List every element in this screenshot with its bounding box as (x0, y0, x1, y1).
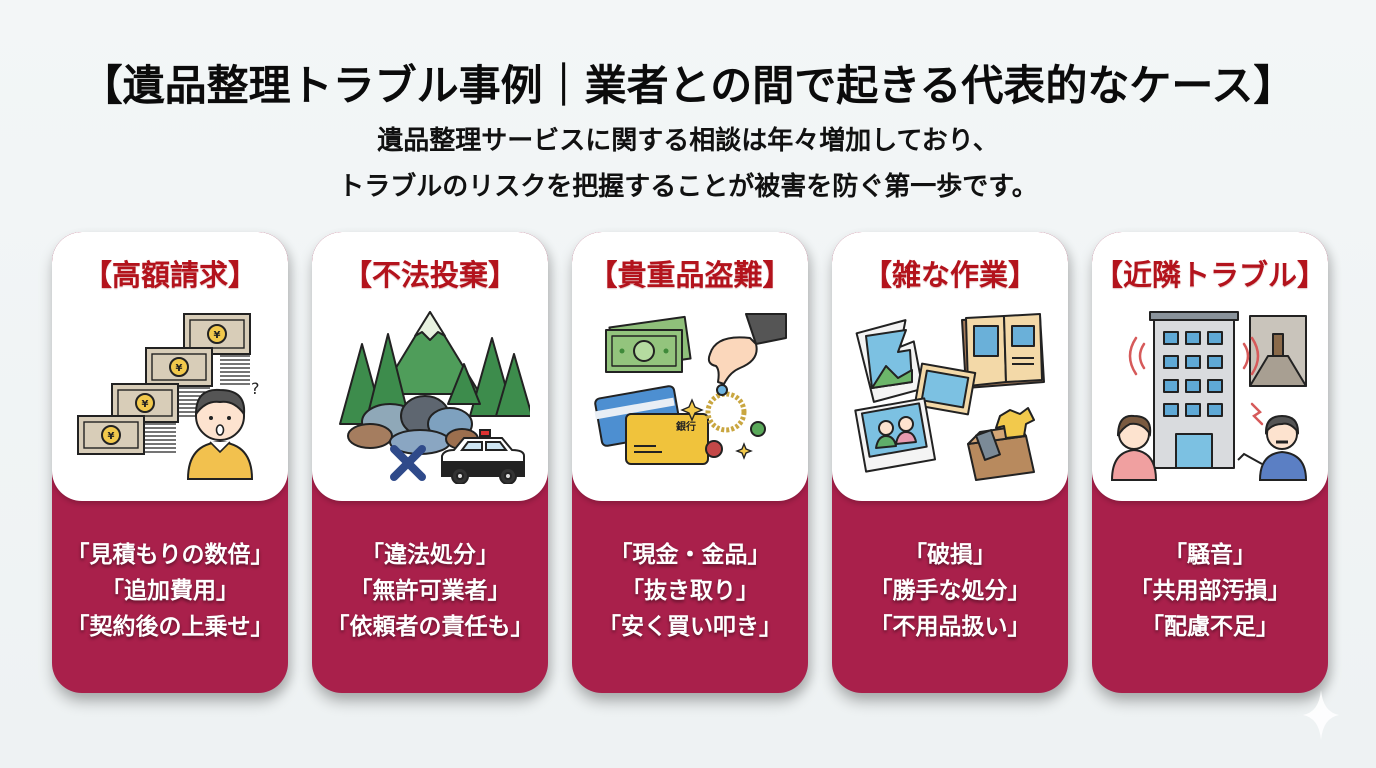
svg-text:銀行: 銀行 (676, 420, 696, 433)
card-point: 「契約後の上乗せ」 (66, 614, 274, 640)
card-title: 【雑な作業】 (862, 258, 1037, 292)
card-title: 【近隣トラブル】 (1093, 258, 1326, 292)
case-cards: 【高額請求】 (52, 232, 1328, 693)
card-title: 【高額請求】 (82, 258, 257, 292)
card-top-panel: 【貴重品盗難】 (572, 232, 808, 501)
card-title: 【貴重品盗難】 (588, 258, 792, 292)
card-points: 「見積もりの数倍」 「追加費用」 「契約後の上乗せ」 (52, 537, 288, 645)
card-points: 「騒音」 「共用部汚損」 「配慮不足」 (1092, 537, 1328, 645)
torn-photos-album-box-icon (854, 313, 1045, 481)
card-valuables-theft: 【貴重品盗難】 (572, 232, 808, 693)
card-points: 「違法処分」 「無許可業者」 「依頼者の責任も」 (312, 537, 548, 645)
page-title: 【遺品整理トラブル事例｜業者との間で起きる代表的なケース】 (80, 61, 1296, 110)
svg-text:?: ? (251, 379, 260, 398)
card-illegal-dumping: 【不法投棄】 (312, 232, 548, 693)
yen-banknotes-surprised-person-icon: ¥ ¥ ¥ ¥ ? (77, 313, 260, 480)
card-point: 「騒音」 (1164, 542, 1256, 568)
svg-text:¥: ¥ (142, 399, 149, 410)
card-point: 「不用品扱い」 (869, 614, 1031, 640)
card-top-panel: 【高額請求】 (52, 232, 288, 501)
card-top-panel: 【近隣トラブル】 (1092, 232, 1328, 501)
card-high-billing: 【高額請求】 (52, 232, 288, 693)
page-subtitle: 遺品整理サービスに関する相談は年々増加しており、 トラブルのリスクを把握すること… (0, 118, 1376, 210)
card-point: 「現金・金品」 (609, 542, 771, 568)
card-point: 「無許可業者」 (349, 578, 511, 604)
card-point: 「違法処分」 (361, 542, 499, 568)
card-neighbor-trouble: 【近隣トラブル】 (1092, 232, 1328, 693)
svg-text:¥: ¥ (108, 431, 115, 442)
cash-cards-jewelry-stealing-hand-icon: 銀行 (594, 313, 787, 465)
svg-text:¥: ¥ (176, 363, 183, 374)
card-top-panel: 【不法投棄】 (312, 232, 548, 501)
svg-text:¥: ¥ (214, 330, 221, 341)
card-top-panel: 【雑な作業】 (832, 232, 1068, 501)
card-point: 「配慮不足」 (1141, 614, 1279, 640)
card-point: 「依頼者の責任も」 (326, 614, 534, 640)
card-point: 「破損」 (904, 542, 996, 568)
card-sloppy-work: 【雑な作業】 (832, 232, 1068, 693)
card-point: 「抜き取り」 (621, 578, 759, 604)
card-point: 「見積もりの数倍」 (66, 542, 274, 568)
subtitle-line: 遺品整理サービスに関する相談は年々増加しており、 (377, 126, 999, 156)
card-point: 「共用部汚損」 (1129, 578, 1291, 604)
card-point: 「安く買い叩き」 (598, 614, 782, 640)
card-title: 【不法投棄】 (342, 258, 517, 292)
apartment-noise-angry-neighbor-icon (1110, 311, 1308, 481)
card-points: 「破損」 「勝手な処分」 「不用品扱い」 (832, 537, 1068, 645)
sparkle-watermark-icon (1303, 690, 1339, 740)
card-point: 「追加費用」 (101, 578, 239, 604)
dumped-garbage-forest-police-car-icon (339, 311, 530, 484)
card-point: 「勝手な処分」 (869, 578, 1031, 604)
card-points: 「現金・金品」 「抜き取り」 「安く買い叩き」 (572, 537, 808, 645)
subtitle-line: トラブルのリスクを把握することが被害を防ぐ第一歩です。 (338, 172, 1038, 202)
